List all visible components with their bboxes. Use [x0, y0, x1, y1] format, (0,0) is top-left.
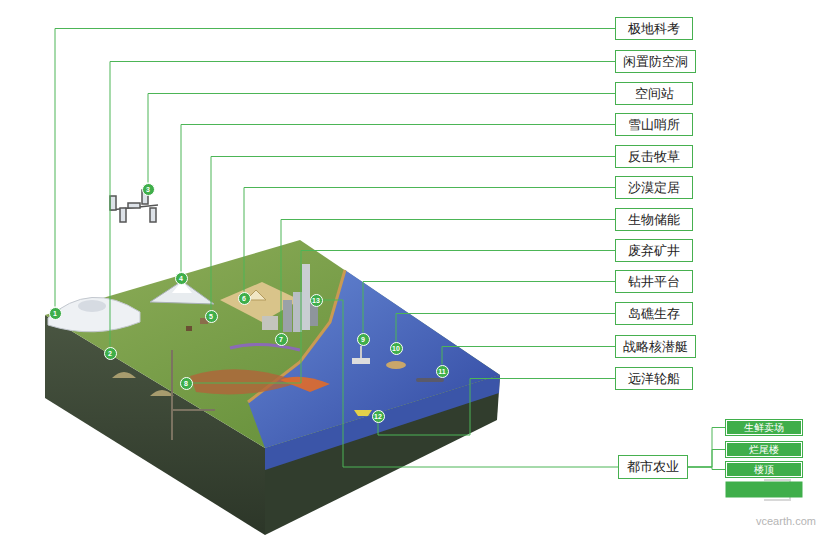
- label-text: 生鲜卖场: [744, 421, 784, 435]
- label-box: 废弃矿井: [615, 239, 693, 262]
- leader-line: [211, 157, 615, 310]
- sub-label-box: 烂尾楼: [726, 442, 802, 457]
- sub-label-box: 生鲜卖场: [726, 420, 802, 435]
- leader-line: [378, 379, 615, 436]
- leader-line: [55, 29, 615, 307]
- label-box: 远洋轮船: [615, 367, 693, 390]
- label-box: 战略核潜艇: [615, 335, 696, 358]
- leader-line: [244, 188, 615, 292]
- callout-digit: 5: [209, 313, 213, 320]
- label-text: 空间站: [635, 85, 674, 103]
- label-box: 极地科考: [615, 17, 693, 40]
- leader-line: [281, 220, 615, 333]
- label-box: 都市农业: [618, 455, 688, 479]
- label-box: 岛礁生存: [615, 302, 693, 325]
- callout-number: 2: [104, 347, 117, 360]
- label-text: 战略核潜艇: [623, 338, 688, 356]
- label-text: 雪山哨所: [628, 116, 680, 134]
- callout-digit: 7: [279, 336, 283, 343]
- callout-digit: 1: [53, 310, 57, 317]
- label-text: 岛礁生存: [628, 305, 680, 323]
- label-text: 反击牧草: [628, 148, 680, 166]
- callout-digit: 8: [184, 380, 188, 387]
- sub-label-box: 楼顶: [726, 462, 802, 477]
- label-text: 闲置防空洞: [623, 53, 688, 71]
- label-box: 沙漠定居: [615, 176, 693, 199]
- callout-number: 8: [180, 377, 193, 390]
- leader-line: [148, 94, 615, 183]
- callout-number: 10: [390, 342, 403, 355]
- label-box: 雪山哨所: [615, 113, 693, 136]
- callout-digit: 6: [242, 295, 246, 302]
- label-text: 烂尾楼: [749, 443, 779, 457]
- callout-number: 9: [357, 333, 370, 346]
- label-box: 生物储能: [615, 208, 693, 231]
- callout-number: 5: [205, 310, 218, 323]
- callout-digit: 13: [312, 297, 320, 304]
- callout-number: 1: [49, 307, 62, 320]
- callout-digit: 9: [361, 336, 365, 343]
- callout-digit: 4: [179, 275, 183, 282]
- callout-digit: 11: [438, 368, 445, 375]
- callout-number: 3: [142, 183, 155, 196]
- callout-digit: 2: [108, 350, 112, 357]
- label-box: 钻井平台: [615, 270, 693, 293]
- leader-line: [363, 282, 615, 333]
- leader-line: [442, 347, 615, 365]
- label-text: 极地科考: [628, 20, 680, 38]
- label-text: 楼顶: [754, 463, 774, 477]
- label-text: 生物储能: [628, 211, 680, 229]
- leader-line: [688, 428, 726, 468]
- label-text: 沙漠定居: [628, 179, 680, 197]
- callout-digit: 10: [392, 345, 400, 352]
- callout-number: 12: [372, 410, 385, 423]
- leader-line: [688, 450, 726, 468]
- leader-line: [396, 314, 615, 342]
- callout-number: 13: [310, 294, 323, 307]
- label-text: 钻井平台: [628, 273, 680, 291]
- callout-number: 11: [436, 365, 449, 378]
- leader-line: [181, 125, 615, 272]
- leader-line: [688, 467, 726, 470]
- label-box: 闲置防空洞: [615, 50, 696, 73]
- callout-number: 4: [175, 272, 188, 285]
- label-text: 都市农业: [627, 458, 679, 476]
- callout-number: 6: [238, 292, 251, 305]
- label-text: 远洋轮船: [628, 370, 680, 388]
- leader-line: [323, 300, 619, 467]
- leader-line: [110, 62, 615, 347]
- label-box: 反击牧草: [615, 145, 693, 168]
- callout-number: 7: [275, 333, 288, 346]
- leader-line: [193, 251, 616, 384]
- callout-digit: 12: [374, 413, 382, 420]
- label-box: 空间站: [615, 82, 693, 105]
- callout-digit: 3: [146, 186, 150, 193]
- label-text: 废弃矿井: [628, 242, 680, 260]
- watermark: vcearth.com: [756, 515, 816, 527]
